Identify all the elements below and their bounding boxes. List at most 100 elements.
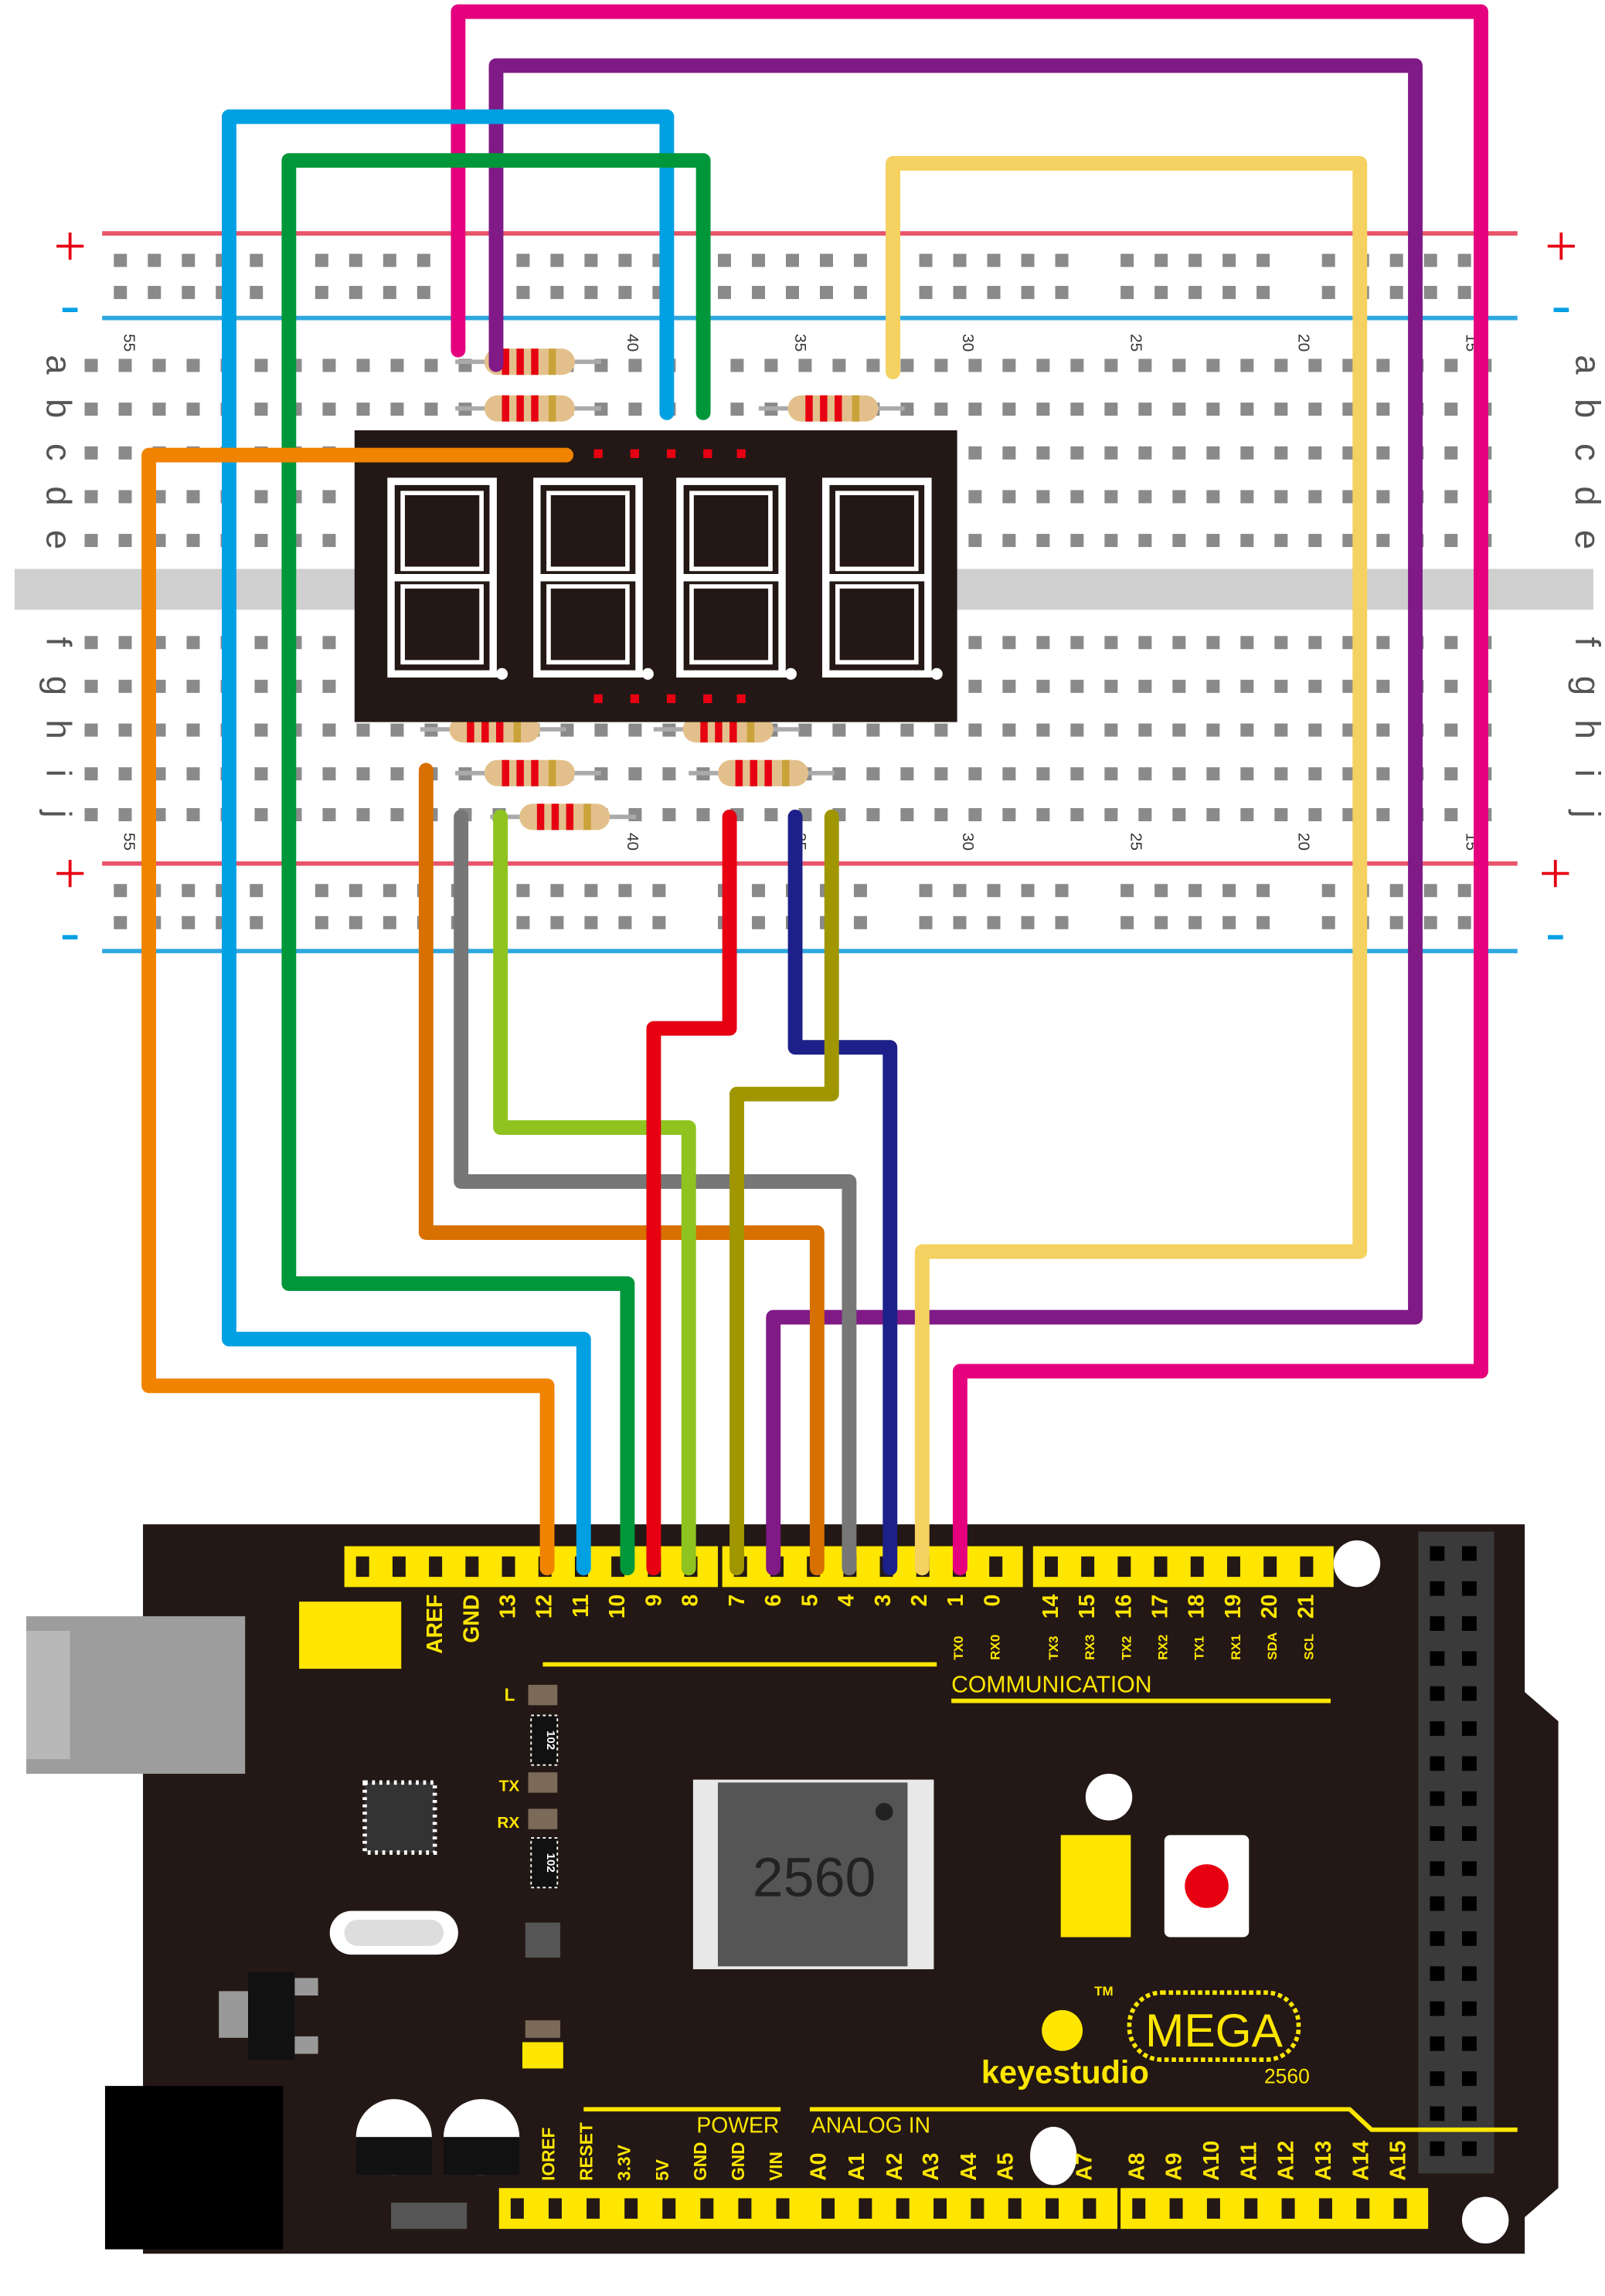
header-pin[interactable] <box>548 2198 562 2219</box>
row-letter: c <box>1568 443 1605 461</box>
pin-label: 3 <box>871 1595 896 1607</box>
pin-label: 6 <box>761 1595 786 1607</box>
pin-label: 4 <box>835 1595 859 1607</box>
resistor <box>653 716 800 743</box>
header-pin[interactable] <box>1169 2198 1183 2219</box>
header-pin[interactable] <box>1132 2198 1146 2219</box>
breadboard-hole <box>696 808 710 822</box>
header-pin[interactable] <box>971 2198 984 2219</box>
header-pin[interactable] <box>355 1556 369 1578</box>
rail-hole <box>383 286 396 300</box>
header-pin[interactable] <box>1393 2198 1407 2219</box>
header-pin[interactable] <box>1226 1556 1240 1578</box>
jumper-wire-pin-7[interactable] <box>729 809 839 1576</box>
header-pin[interactable] <box>587 2198 600 2219</box>
breadboard-hole <box>424 358 438 372</box>
header-pin[interactable] <box>1356 2198 1370 2219</box>
header-pin <box>1461 1721 1477 1736</box>
breadboard-hole <box>1172 723 1186 737</box>
header-pin[interactable] <box>776 2198 790 2219</box>
header-pin[interactable] <box>502 1556 515 1578</box>
header-pin <box>1461 1651 1477 1666</box>
breadboard-hole <box>1376 679 1390 693</box>
breadboard-hole <box>1308 534 1322 548</box>
pin-label: 0 <box>980 1595 1005 1607</box>
header-pin[interactable] <box>1117 1556 1131 1578</box>
row-letter: h <box>1568 719 1605 739</box>
header-pin[interactable] <box>1206 2198 1220 2219</box>
row-letter: b <box>1568 399 1605 418</box>
header-pin[interactable] <box>1263 1556 1277 1578</box>
header-pin[interactable] <box>1008 2198 1022 2219</box>
header-pin[interactable] <box>738 2198 752 2219</box>
rail-minus-label: - <box>1552 273 1571 337</box>
header-pin[interactable] <box>1318 2198 1332 2219</box>
header-pin[interactable] <box>392 1556 406 1578</box>
header-pin[interactable] <box>1044 1556 1058 1578</box>
jumper-wire-pin-9[interactable] <box>646 809 737 1576</box>
jumper-wire-pin-2[interactable] <box>886 156 1368 1576</box>
header-pin[interactable] <box>821 2198 835 2219</box>
breadboard-hole <box>798 723 812 737</box>
breadboard-hole <box>1036 808 1050 822</box>
header-pin[interactable] <box>1081 1556 1095 1578</box>
rail-hole <box>1256 253 1270 267</box>
header-pin[interactable] <box>1083 2198 1097 2219</box>
header-pin[interactable] <box>465 1556 479 1578</box>
pin-label: IOREF <box>539 2128 559 2181</box>
resistor <box>455 759 601 786</box>
header-pin[interactable] <box>1281 2198 1295 2219</box>
breadboard-hole <box>1036 490 1050 504</box>
breadboard-hole <box>934 808 948 822</box>
rail-hole <box>383 253 396 267</box>
header-pin[interactable] <box>896 2198 910 2219</box>
header-pin[interactable] <box>989 1556 1003 1578</box>
model-label: MEGA <box>1145 2004 1284 2057</box>
header-pin[interactable] <box>1046 2198 1059 2219</box>
breadboard-hole <box>118 490 132 504</box>
header-pin <box>1430 2071 1445 2087</box>
breadboard-hole <box>390 358 404 372</box>
header-pin <box>1430 1896 1445 1911</box>
breadboard-hole <box>186 534 200 548</box>
breadboard-hole <box>118 358 132 372</box>
breadboard-hole <box>934 767 948 781</box>
header-pin[interactable] <box>624 2198 638 2219</box>
breadboard-hole <box>934 358 948 372</box>
header-pin[interactable] <box>1244 2198 1258 2219</box>
rail-hole <box>349 286 362 300</box>
jumper-wire-pin-1[interactable] <box>451 4 1488 1576</box>
pin-label: A1 <box>845 2153 869 2181</box>
rail-hole <box>853 286 867 300</box>
header-pin[interactable] <box>1154 1556 1168 1578</box>
header-pin[interactable] <box>510 2198 524 2219</box>
jumper-wire-pin-3[interactable] <box>787 809 898 1576</box>
breadboard-hole <box>968 636 982 650</box>
pin-header <box>809 2188 1117 2230</box>
header-pin[interactable] <box>859 2198 872 2219</box>
voltage-regulator <box>247 1972 295 2060</box>
rail-hole <box>717 286 731 300</box>
breadboard-hole <box>1138 636 1152 650</box>
breadboard-hole <box>832 767 846 781</box>
header-pin[interactable] <box>700 2198 714 2219</box>
breadboard-hole <box>1342 808 1356 822</box>
header-pin <box>1461 2106 1477 2121</box>
header-pin[interactable] <box>429 1556 443 1578</box>
jumper-wire-pin-8[interactable] <box>493 809 696 1576</box>
pin-label: A15 <box>1386 2141 1411 2181</box>
breadboard-hole <box>1104 534 1118 548</box>
rail-hole <box>250 253 264 267</box>
header-pin[interactable] <box>1300 1556 1314 1578</box>
rail-hole <box>349 884 362 898</box>
header-pin[interactable] <box>1190 1556 1204 1578</box>
jumper-wire-pin-10[interactable] <box>281 153 711 1576</box>
reset-button-cap[interactable] <box>1185 1864 1229 1908</box>
jumper-wire-pin-5[interactable] <box>418 763 825 1576</box>
rail-hole <box>114 286 128 300</box>
breadboard-hole <box>1036 446 1050 460</box>
jumper-wire-pin-12[interactable] <box>141 447 574 1576</box>
header-pin[interactable] <box>933 2198 947 2219</box>
breadboard-hole <box>934 402 948 416</box>
header-pin[interactable] <box>662 2198 676 2219</box>
